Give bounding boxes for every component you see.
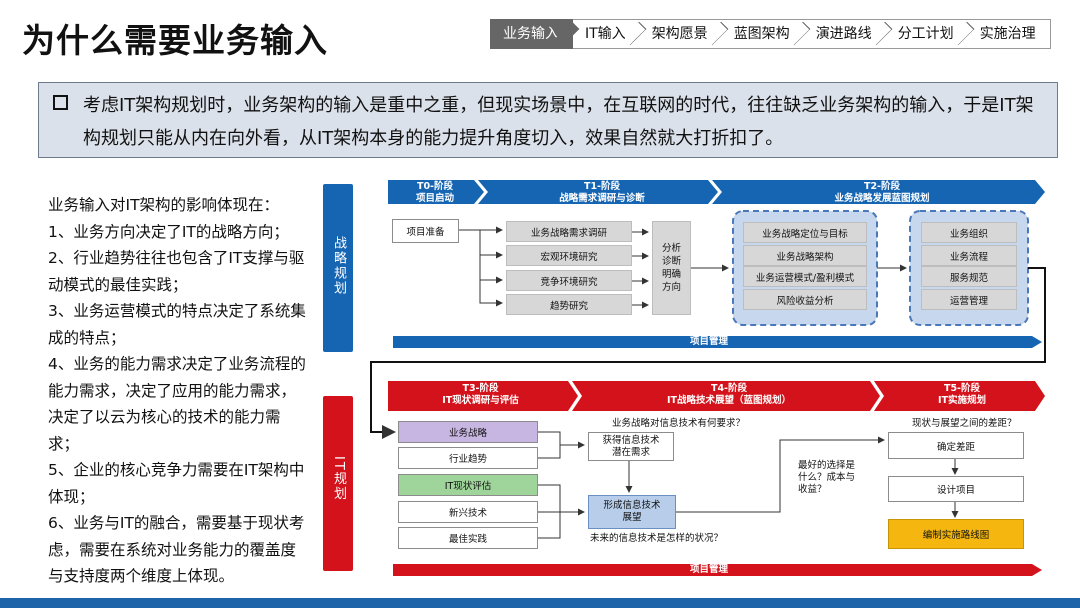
t2-item: 业务运营模式/盈利模式 — [743, 266, 867, 287]
footer-bar — [0, 598, 1080, 608]
project-mgmt-bottom-label: 项目管理 — [690, 564, 729, 575]
breadcrumb: 业务输入 IT输入 架构愿景 蓝图架构 演进路线 分工计划 实施治理 — [490, 19, 1051, 49]
quote-text: 考虑IT架构规划时，业务架构的输入是重中之重，但现实场景中，在互联网的时代，往往… — [83, 95, 1034, 149]
page-title: 为什么需要业务输入 — [22, 21, 328, 60]
phase-t1-chevron — [478, 180, 718, 204]
t5-question: 现状与展望之间的差距？ — [912, 418, 1017, 429]
t3-item: 最佳实践 — [398, 527, 538, 549]
t4-question-3: 最好的选择是什么？成本与收益？ — [798, 460, 856, 495]
breadcrumb-item-roadmap[interactable]: 演进路线 — [803, 19, 892, 49]
t2-right-item: 服务规范 — [921, 266, 1017, 287]
t5-item: 确定差距 — [888, 432, 1024, 459]
t3-item: 新兴技术 — [398, 501, 538, 523]
phase-t0-label: T0-阶段项目启动 — [415, 181, 454, 204]
t2-right-item: 业务流程 — [921, 245, 1017, 266]
it-band: IT规划 — [323, 396, 353, 571]
t2-right-item: 业务组织 — [921, 222, 1017, 243]
t5-item: 编制实施路线图 — [888, 519, 1024, 549]
t4-box-demand: 获得信息技术潜在需求 — [588, 432, 674, 461]
breadcrumb-item-vision[interactable]: 架构愿景 — [639, 19, 728, 49]
t3-item: IT现状评估 — [398, 474, 538, 496]
t2-item: 业务战略架构 — [743, 245, 867, 266]
t1-item: 业务战略需求调研 — [506, 221, 632, 242]
t2-item: 风险收益分析 — [743, 289, 867, 310]
phase-t5-chevron — [874, 381, 1045, 411]
t1-item: 竞争环境研究 — [506, 270, 632, 291]
impact-item: 1、业务方向决定了IT的战略方向； — [48, 222, 289, 241]
phase-t2-label: T2-阶段业务战略发展蓝图规划 — [834, 181, 930, 204]
t2-right-item: 运营管理 — [921, 289, 1017, 310]
breadcrumb-item-it-input[interactable]: IT输入 — [573, 19, 646, 49]
impact-list: 业务输入对IT架构的影响体现在： 1、业务方向决定了IT的战略方向； 2、行业趋… — [48, 192, 310, 590]
t5-item: 设计项目 — [888, 476, 1024, 502]
square-bullet-icon — [53, 95, 68, 110]
phase-t2-chevron — [712, 180, 1045, 204]
t4-box-vision: 形成信息技术展望 — [588, 495, 676, 529]
project-mgmt-top-label: 项目管理 — [690, 336, 729, 347]
project-mgmt-top-arrow — [393, 336, 1042, 348]
t3-item: 业务战略 — [398, 421, 538, 443]
t1-item: 宏观环境研究 — [506, 245, 632, 266]
impact-item: 5、企业的核心竞争力需要在IT架构中体现； — [48, 461, 305, 506]
impact-item: 3、业务运营模式的特点决定了系统集成的特点； — [48, 302, 306, 347]
project-prep-box: 项目准备 — [392, 219, 459, 243]
impact-item: 6、业务与IT的融合，需要基于现状考虑，需要在系统对业务能力的覆盖度与支持度两个… — [48, 514, 305, 585]
breadcrumb-item-blueprint[interactable]: 蓝图架构 — [721, 19, 810, 49]
t3-item: 行业趋势 — [398, 447, 538, 469]
project-mgmt-bottom-arrow — [393, 564, 1042, 576]
phase-t0-chevron — [388, 180, 484, 204]
impact-item: 2、行业趋势往往也包含了IT支撑与驱动模式的最佳实践； — [48, 249, 305, 294]
t4-question-1: 业务战略对信息技术有何要求？ — [612, 418, 746, 429]
t2-item: 业务战略定位与目标 — [743, 222, 867, 243]
t1-item: 趋势研究 — [506, 294, 632, 315]
phase-t3-chevron — [388, 381, 578, 411]
strategy-band: 战略规划 — [323, 184, 353, 352]
phase-t4-chevron — [572, 381, 880, 411]
diagnosis-box: 分析诊断明确方向 — [652, 221, 691, 315]
breadcrumb-item-business-input[interactable]: 业务输入 — [490, 19, 580, 49]
breadcrumb-item-plan[interactable]: 分工计划 — [885, 19, 974, 49]
impact-intro: 业务输入对IT架构的影响体现在： — [48, 196, 280, 214]
breadcrumb-item-governance[interactable]: 实施治理 — [967, 19, 1051, 49]
t4-question-2: 未来的信息技术是怎样的状况？ — [590, 533, 724, 544]
impact-item: 4、业务的能力需求决定了业务流程的能力需求，决定了应用的能力需求，决定了以云为核… — [48, 355, 306, 453]
quote-box: 考虑IT架构规划时，业务架构的输入是重中之重，但现实场景中，在互联网的时代，往往… — [38, 82, 1058, 158]
phase-t1-label: T1-阶段战略需求调研与诊断 — [559, 181, 645, 204]
